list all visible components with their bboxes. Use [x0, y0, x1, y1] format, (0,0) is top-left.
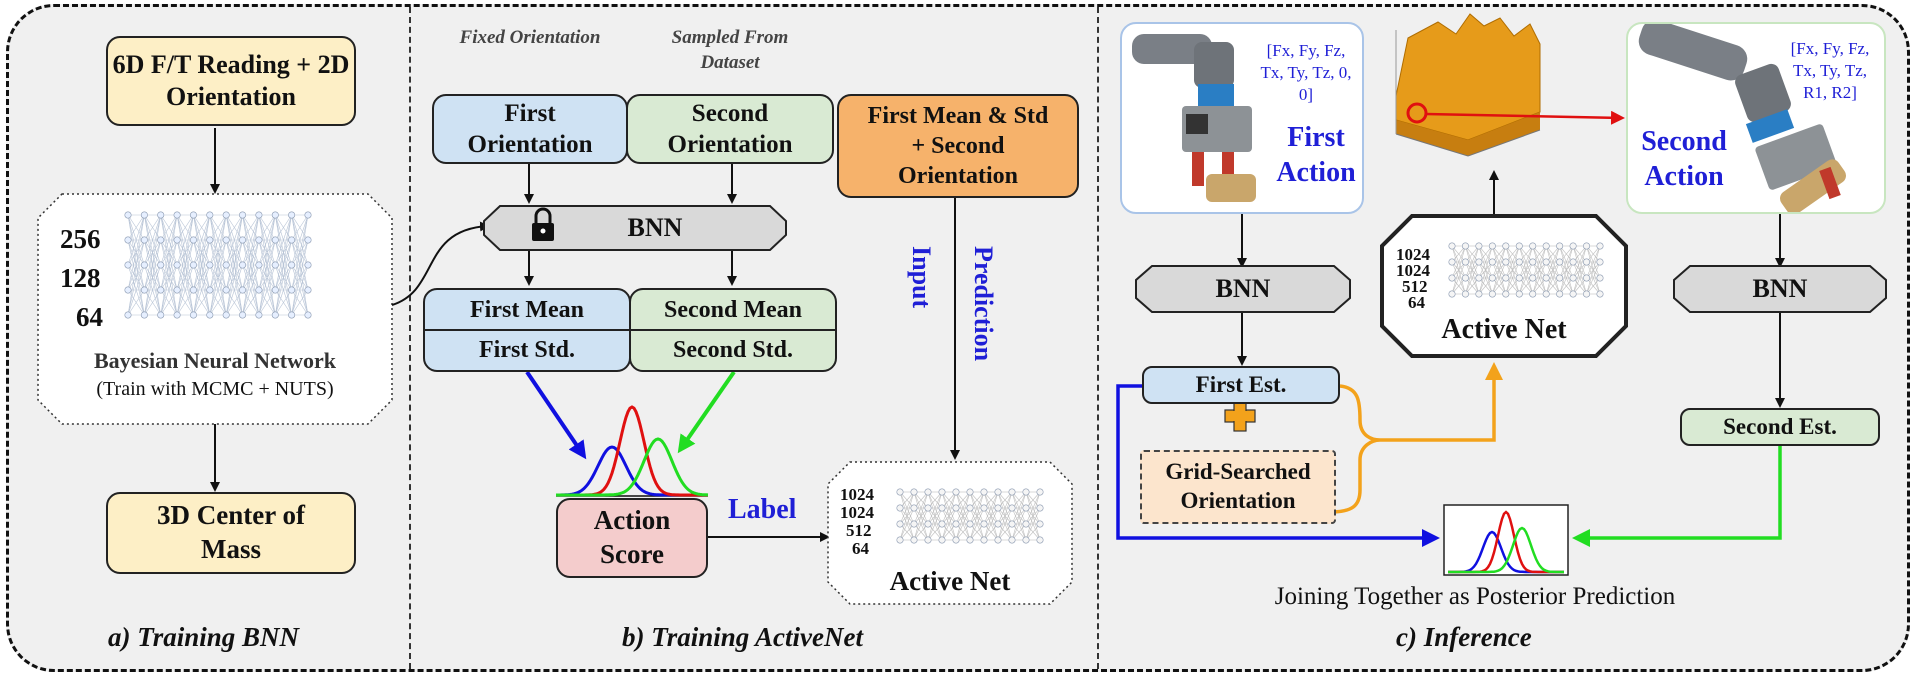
- bnn-size-256: 256: [60, 224, 101, 254]
- lock-icon: [532, 207, 554, 241]
- active-net-b-size-1: 1024: [840, 485, 874, 504]
- first-mean-second-orientation-label: First Mean & Std + Second Orientation: [867, 103, 1049, 189]
- robot-gripper-icon: [1132, 34, 1256, 202]
- active-net-c-size-3: 512: [1402, 277, 1428, 296]
- sampled-from-dataset-label: Sampled From Dataset: [671, 27, 789, 73]
- action-score-box: Action Score: [556, 498, 708, 578]
- action-score-label: Action Score: [593, 505, 671, 569]
- caption-c: c) Inference: [1396, 622, 1532, 652]
- second-est-label: Second Est.: [1723, 413, 1837, 439]
- bnn-first-inference-label: BNN: [1215, 274, 1271, 303]
- bnn-frozen-block: BNN: [484, 206, 786, 250]
- bnn-second-inference-label: BNN: [1752, 274, 1808, 303]
- ft-reading-label: 6D F/T Reading + 2D Orientation: [112, 49, 350, 112]
- second-mean-std-box: Second Mean Second Std.: [629, 288, 837, 372]
- first-mean-std-box: First Mean First Std.: [423, 288, 631, 372]
- second-action-vector: [Fx, Fy, Fz, Tx, Ty, Tz, R1, R2]: [1790, 39, 1870, 103]
- first-est-label: First Est.: [1195, 371, 1287, 397]
- active-net-c-size-2: 1024: [1396, 261, 1430, 280]
- posterior-gaussians: [1448, 510, 1564, 574]
- second-action-label: Second Action: [1641, 126, 1727, 192]
- first-mean-second-orientation-box: First Mean & Std + Second Orientation: [837, 94, 1079, 198]
- fixed-orientation-label: Fixed Orientation: [459, 27, 601, 48]
- bnn-second-inference: BNN: [1674, 266, 1886, 312]
- surface-plot: [1395, 13, 1541, 157]
- second-std-label: Second Std.: [672, 337, 794, 363]
- center-of-mass-label: 3D Center of Mass: [157, 500, 305, 564]
- first-mean-label: First Mean: [425, 295, 629, 331]
- first-orientation-box: First Orientation: [432, 94, 628, 164]
- bnn-network-graph: [124, 211, 312, 319]
- action-score-gaussians: [556, 405, 709, 497]
- bnn-first-inference: BNN: [1136, 266, 1350, 312]
- active-net-graph-c: [1448, 242, 1604, 298]
- active-net-c-label: Active Net: [1441, 314, 1567, 345]
- first-orientation-label: First Orientation: [467, 99, 593, 158]
- plus-icon: [1224, 400, 1256, 432]
- divider-bc: [1097, 7, 1099, 669]
- grid-searched-label: Grid-Searched Orientation: [1165, 459, 1311, 513]
- bnn-network-subtitle: (Train with MCMC + NUTS): [96, 378, 334, 400]
- input-label: Input: [907, 246, 936, 309]
- grid-searched-box: Grid-Searched Orientation: [1140, 450, 1336, 524]
- active-net-c-size-1: 1024: [1396, 245, 1430, 264]
- bnn-network-title: Bayesian Neural Network: [94, 348, 336, 373]
- second-est-box: Second Est.: [1680, 408, 1880, 446]
- active-net-graph-b: [896, 488, 1044, 544]
- active-net-b-label: Active Net: [889, 566, 1011, 596]
- first-action-label: First Action: [1276, 122, 1356, 188]
- active-net-b-size-4: 64: [852, 539, 869, 558]
- second-action-photo: [1626, 22, 1886, 214]
- first-est-box: First Est.: [1142, 366, 1340, 404]
- second-orientation-label: Second Orientation: [667, 99, 793, 158]
- active-net-b-size-2: 1024: [840, 503, 874, 522]
- label-text: Label: [728, 494, 797, 525]
- second-mean-label: Second Mean: [631, 295, 835, 331]
- active-net-c-size-4: 64: [1408, 293, 1425, 312]
- bnn-size-128: 128: [60, 263, 101, 293]
- ft-reading-box: 6D F/T Reading + 2D Orientation: [106, 36, 356, 126]
- bnn-size-64: 64: [76, 302, 103, 332]
- posterior-caption: Joining Together as Posterior Prediction: [1274, 583, 1676, 610]
- second-orientation-box: Second Orientation: [626, 94, 834, 164]
- robot-gripper-rotated-icon: [1638, 24, 1846, 212]
- caption-a: a) Training BNN: [108, 622, 300, 652]
- active-net-b-size-3: 512: [846, 521, 872, 540]
- first-action-photo: [1120, 22, 1364, 214]
- prediction-label: Prediction: [969, 246, 998, 362]
- first-std-label: First Std.: [479, 337, 575, 363]
- first-action-vector: [Fx, Fy, Fz, Tx, Ty, Tz, 0, 0]: [1260, 41, 1352, 105]
- caption-b: b) Training ActiveNet: [622, 622, 863, 652]
- center-of-mass-box: 3D Center of Mass: [106, 492, 356, 574]
- divider-ab: [409, 7, 411, 669]
- bnn-frozen-label: BNN: [627, 213, 683, 242]
